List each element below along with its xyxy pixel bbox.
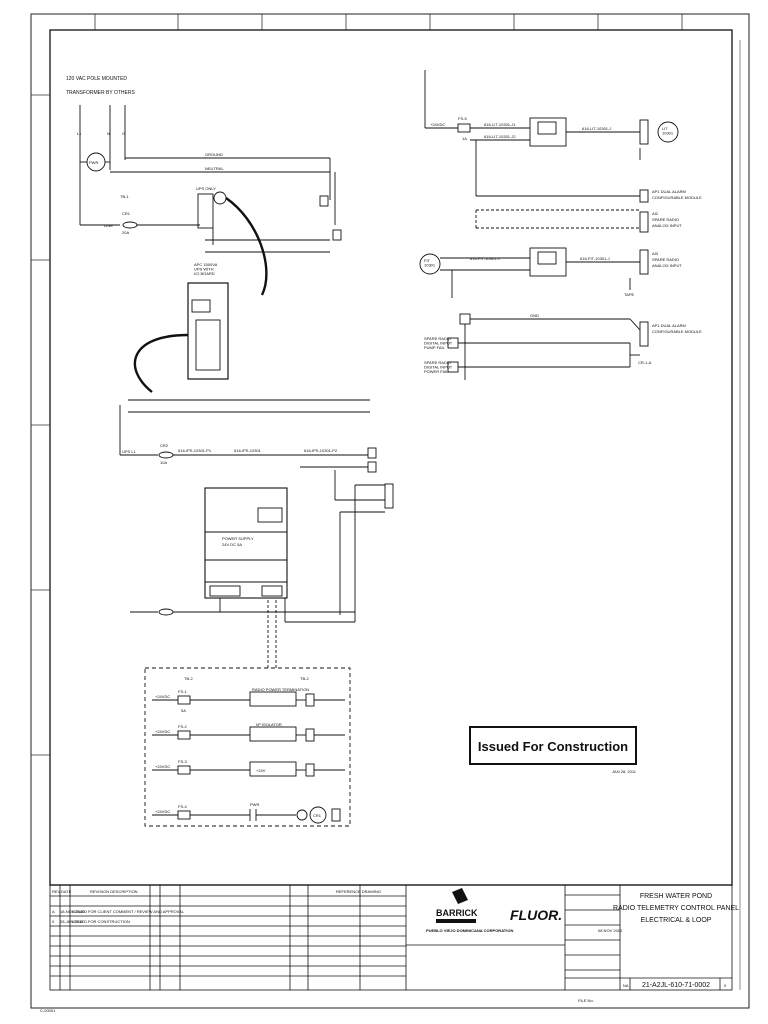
alarm2-line2: CONFIGURABLE MODULE [652, 329, 702, 334]
project-title-1: FRESH WATER POND [640, 893, 712, 900]
tb-date-field: 08 NOV 2010 [598, 928, 623, 933]
right-v24: +24VDC [430, 122, 445, 127]
cr1-amp: 20A [122, 230, 129, 235]
issued-stamp-text: Issued For Construction [478, 739, 628, 754]
alarm1-line2: CONFIGURABLE MODULE [652, 195, 702, 200]
drawing-number: 21-A2JL-610-71-0002 [642, 982, 710, 989]
tb-desc-a: ISSUED FOR CLIENT COMMENT / REVIEW AND A… [72, 909, 185, 914]
fs1-label: FS-1 [178, 689, 187, 694]
lit-ref-2: 616-LIT-10301-J2 [484, 134, 516, 139]
tb-rev-0: 0 [52, 919, 55, 924]
watermark-code: C-00001 [40, 1008, 56, 1013]
transformer-note-1: 120 VAC POLE MOUNTED [66, 76, 127, 82]
gnd-label: GND [530, 313, 539, 318]
tb-date-a: 18-NOV-2010 [60, 909, 85, 914]
fs5-label: FS-5 [458, 116, 467, 121]
tb-desc-0: ISSUED FOR CONSTRUCTION [72, 919, 130, 924]
alarm2-line1: AP1 DUAL ALARM [652, 323, 686, 328]
ai3-line1: AI3 [652, 251, 659, 256]
dc-tb2-left: TB-2 [184, 676, 193, 681]
barrick-name: BARRICK [436, 908, 478, 918]
dc3-v24: +24VDC [155, 764, 170, 769]
tb-scale: NA [623, 983, 629, 988]
ups-ref-a: 616-IPS-10301-P1 [178, 448, 212, 453]
transformer-note-2: TRANSFORMER BY OTHERS [66, 90, 135, 96]
issued-stamp [469, 726, 637, 765]
dc4-v24: +24VDC [155, 809, 170, 814]
fluor-logo: FLUOR. [510, 907, 562, 923]
dc1-v24: +24VDC [155, 694, 170, 699]
ai3-line2: SPARE RADIO [652, 257, 679, 262]
tb1-label: TB-1 [120, 194, 129, 199]
dc2-v24: +24VDC [155, 729, 170, 734]
lit-ref-1: 616-LIT-10301-J1 [484, 122, 516, 127]
fit-ref-1: 616-FIT-10301-J [470, 256, 500, 261]
tb-rev-field: 0 [724, 983, 727, 988]
cr2-amp: 10A [160, 460, 167, 465]
tb-ref-drawing: REFERENCE DRAWING [336, 889, 381, 894]
cr-ref-label: CR-1-A [638, 360, 652, 365]
tb-date-0: 28-JAN-2011 [60, 919, 84, 924]
pwr-lamp-label: PWR [89, 160, 98, 165]
cr2-label: CR2 [160, 443, 169, 448]
ups-ref-b: 616-IPS-10301 [234, 448, 262, 453]
fs1-amp: 5A [181, 708, 186, 713]
lit-ref-3: 616-LIT-10301-J [582, 126, 611, 131]
ai3-line3: ANALOG INPUT [652, 263, 682, 268]
tb-date-header: DATE [61, 889, 72, 894]
isolator-label: I/P ISOLATOR [256, 722, 282, 727]
tb-desc-header: REVISION DESCRIPTION [90, 889, 138, 894]
tb-rev-a: A [52, 909, 55, 914]
ups-ref-c: 616-IPS-10301-P2 [304, 448, 338, 453]
issued-stamp-date: JAN 28, 2011 [612, 769, 637, 774]
project-title-2: RADIO TELEMETRY CONTROL PANEL [613, 905, 739, 912]
ups-l1-label: UPS L1 [122, 449, 137, 454]
fit-ref-2: 616-FIT-10301-J [580, 256, 610, 261]
power-supply-name-2: 24V DC 5A [222, 542, 242, 547]
neutral-label: NEUTRAL [205, 166, 224, 171]
ai2-line3: ANALOG INPUT [652, 223, 682, 228]
fs2-label: FS-2 [178, 724, 187, 729]
project-title-3: ELECTRICAL & LOOP [641, 917, 712, 924]
tb-file-no: FILE No. [578, 998, 594, 1003]
cr1-label: CR1 [122, 211, 131, 216]
radio-power-label: RADIO POWER TERMINATION [252, 687, 309, 692]
dc-cr1-label: CR1 [313, 813, 322, 818]
ups-only-label: UPS ONLY [196, 186, 216, 191]
alarm1-line1: AP1 DUAL ALARM [652, 189, 686, 194]
ai2-line1: AI2 [652, 211, 659, 216]
line-label: LINE [104, 223, 113, 228]
tape-label: TAPE [624, 292, 634, 297]
dc-pwr-label: PWR [250, 802, 259, 807]
ai2-line2: SPARE RADIO [652, 217, 679, 222]
g-label: G [122, 131, 125, 136]
ground-label: GROUND [205, 152, 223, 157]
fs4-label: FS-4 [178, 804, 187, 809]
barrick-logo: BARRICK PUEBLO VIEJO DOMINICANA CORPORAT… [426, 888, 513, 933]
n-label: N [107, 131, 110, 136]
power-supply-name-1: POWER SUPPLY [222, 536, 254, 541]
title-block [49, 884, 733, 991]
fs3-label: FS-3 [178, 759, 187, 764]
fs5-amp: 1A [462, 136, 467, 141]
v24-box-label: +24V [256, 768, 266, 773]
pueblo-name: PUEBLO VIEJO DOMINICANA CORPORATION [426, 928, 513, 933]
l1-label: L1 [77, 131, 82, 136]
tb-rev-header: REV [52, 889, 61, 894]
dc-tb2-right: TB-2 [300, 676, 309, 681]
